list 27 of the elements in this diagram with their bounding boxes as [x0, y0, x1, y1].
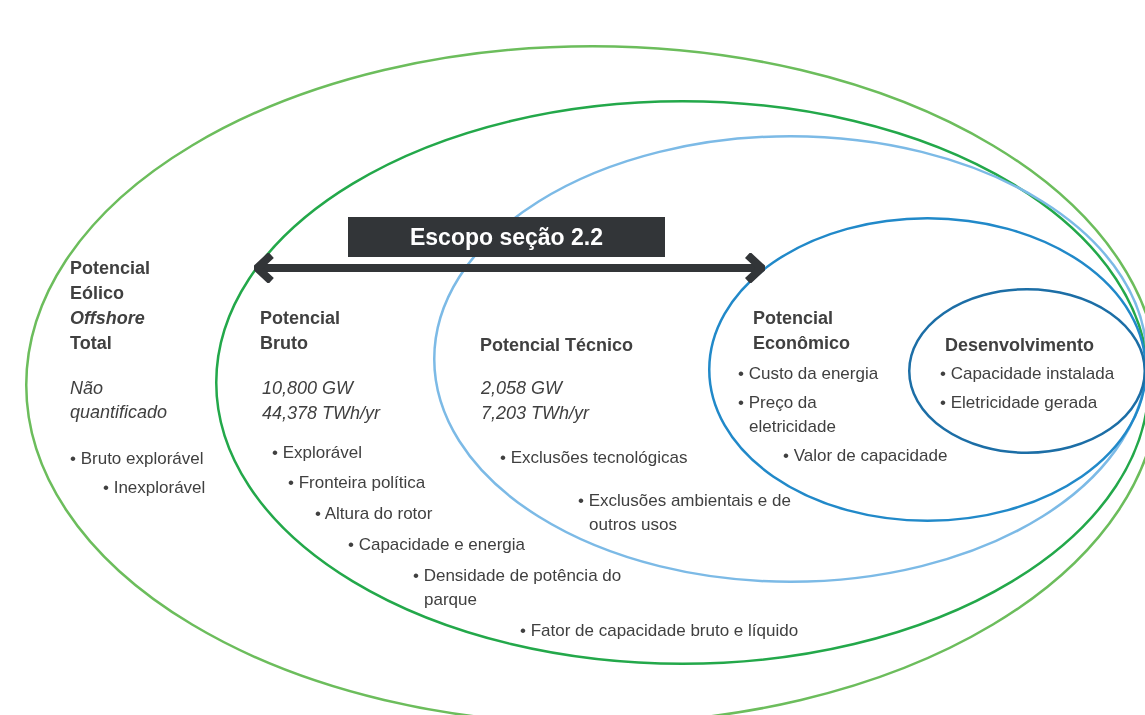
- bullet-item: • Altura do rotor: [315, 503, 434, 525]
- scope-label: Escopo seção 2.2: [348, 217, 665, 257]
- bullet-item: • Fator de capacidade bruto e líquido: [520, 620, 800, 642]
- potential-heading: Potencial Técnico: [480, 334, 635, 357]
- bullet-item: • Bruto explorável: [70, 448, 205, 470]
- bullet-item: • Valor de capacidade: [783, 445, 949, 467]
- double-arrow: [253, 251, 766, 285]
- bullet-item: • Custo da energia: [738, 363, 880, 385]
- bullet-item: • Densidade de potência do parque: [413, 565, 623, 611]
- potential-value: 7,203 TWh/yr: [481, 402, 591, 425]
- potential-value: 10,800 GW: [262, 377, 356, 400]
- potential-heading: Potencial Eólico Offshore Total: [70, 257, 152, 355]
- potential-value: 2,058 GW: [481, 377, 565, 400]
- potential-heading: Desenvolvimento: [945, 334, 1096, 357]
- potential-value: 44,378 TWh/yr: [262, 402, 382, 425]
- bullet-item: • Explorável: [272, 442, 364, 464]
- bullet-item: • Exclusões tecnológicas: [500, 447, 689, 469]
- bullet-item: • Inexplorável: [103, 477, 207, 499]
- bullet-item: • Exclusões ambientais e de outros usos: [578, 490, 792, 536]
- bullet-item: • Capacidade e energia: [348, 534, 527, 556]
- bullet-item: • Eletricidade gerada: [940, 392, 1099, 414]
- bullet-item: • Capacidade instalada: [940, 363, 1116, 385]
- bullet-item: • Fronteira política: [288, 472, 427, 494]
- potential-value: Não quantificado: [70, 377, 169, 424]
- potential-heading: Potencial Econômico: [753, 307, 851, 355]
- potential-heading: Potencial Bruto: [260, 307, 342, 355]
- bullet-item: • Preço da eletricidade: [738, 392, 837, 438]
